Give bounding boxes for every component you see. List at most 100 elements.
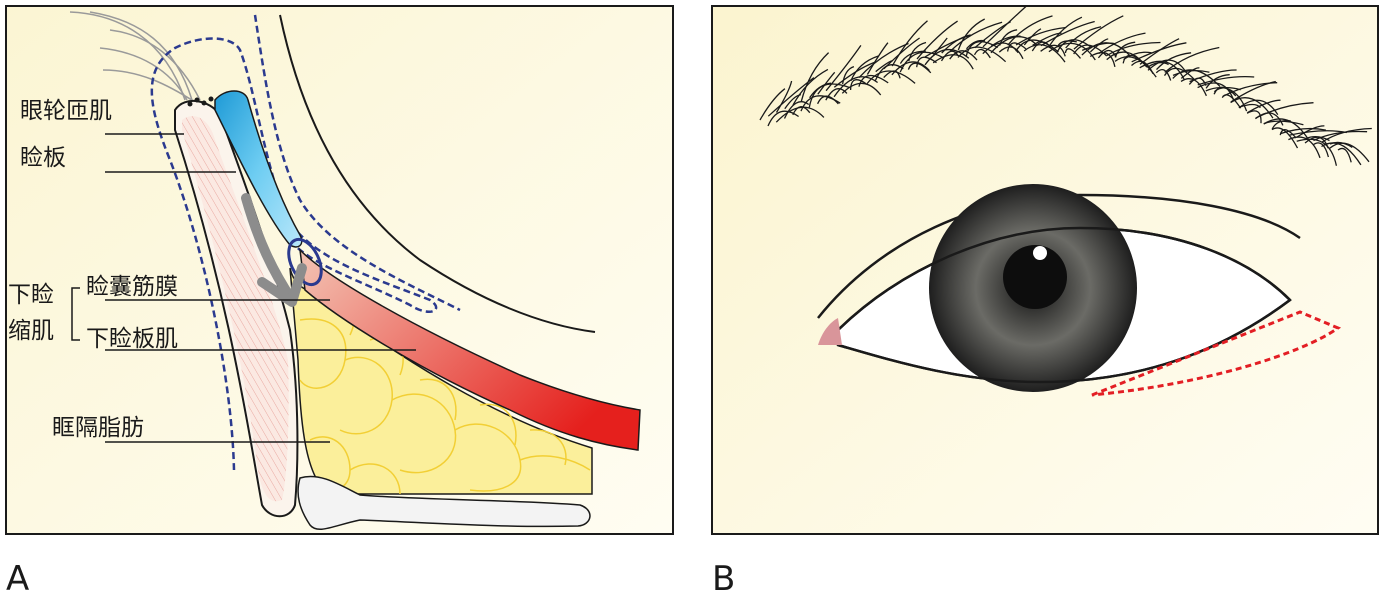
eyebrow-hair: [1296, 125, 1325, 138]
eyebrow-hair: [1337, 147, 1352, 163]
eyebrow-hair: [932, 37, 948, 56]
eyebrow-hair: [899, 51, 945, 73]
eyebrow-hair: [866, 70, 916, 84]
tarsus-shape: [182, 116, 289, 502]
eyebrow-hair: [1089, 51, 1116, 68]
label-lower-retractor-2: 缩肌: [8, 318, 54, 344]
eyelash-strands: [69, 11, 201, 103]
eyebrow-hair: [1329, 142, 1370, 163]
eyebrow-hair: [767, 77, 815, 117]
pupil-highlight: [1033, 246, 1047, 260]
eyebrow-hair: [825, 45, 862, 92]
eyebrow-hair: [1164, 46, 1220, 73]
eyebrow-hair: [1007, 15, 1053, 46]
caruncle: [818, 318, 842, 345]
eyebrow-hair: [1065, 26, 1102, 49]
eyebrow-hair: [800, 52, 830, 102]
eyebrow-hair: [998, 46, 1024, 60]
eyebrow-hair: [809, 82, 832, 99]
upper-lid-margin: [837, 226, 1291, 331]
inferior-retractor-band: [298, 247, 641, 451]
eyebrow-hair: [998, 29, 1018, 46]
eyebrow-hair: [1097, 49, 1117, 59]
eyebrow-hair: [1048, 16, 1083, 47]
eyebrow-hair: [1313, 130, 1368, 142]
lower-lid-margin: [837, 298, 1291, 384]
panel-a-labels: 眼轮匝肌 睑板 下睑 缩肌 睑囊筋膜 下睑板肌 眶隔脂肪: [8, 98, 178, 441]
skin-dashed-outline: [150, 37, 438, 471]
eyebrow-hair: [1147, 61, 1169, 68]
eyebrow-hair: [957, 18, 985, 51]
label-tarsus: 睑板: [20, 145, 66, 171]
eyebrow-hair: [1255, 102, 1314, 119]
eyebrow-hair: [792, 68, 829, 106]
eyebrow-hair: [916, 20, 958, 60]
eyebrow-hair: [907, 62, 932, 74]
eyebrow-hair: [1123, 51, 1152, 61]
eyebrow-hair: [949, 50, 978, 61]
eyebrow-hair: [817, 71, 836, 95]
pupil: [1003, 245, 1067, 309]
eyebrow-hair: [883, 37, 920, 70]
eyebrow-hair: [1040, 20, 1095, 47]
eyebrow-hair: [1238, 99, 1279, 116]
eyebrow-hair: [841, 65, 855, 85]
eyebrow-hair: [899, 50, 926, 64]
eyebrow-hair: [941, 34, 971, 54]
eyebrow-hair: [957, 46, 1007, 63]
panel-b: [711, 5, 1379, 535]
eyebrow-hair: [792, 106, 811, 116]
eyebrow-hair: [858, 74, 889, 87]
eyebrow-hair: [1189, 69, 1237, 83]
eyebrow-hair: [1106, 41, 1161, 56]
eyebrow-hair: [849, 79, 867, 91]
eyebrow-hair: [767, 110, 799, 127]
eyebrow-hair: [1321, 127, 1372, 143]
eyebrow-hair: [891, 61, 930, 76]
eyebrow-hair: [1156, 52, 1192, 71]
upper-eyelid-crease: [817, 193, 1301, 319]
eyebrow-hair: [1296, 138, 1338, 166]
eyebrow-hair: [858, 42, 909, 79]
eyebrow-hair: [1205, 74, 1230, 89]
eyebrow-hair: [1139, 60, 1185, 81]
eyebrow-hair: [1089, 38, 1109, 53]
eyebrow-hair: [973, 48, 991, 59]
eyebrow-hair: [1114, 41, 1136, 58]
panel-b-letter: B: [712, 559, 735, 595]
orbicularis-muscle: [214, 90, 303, 248]
eyebrow-hair: [1230, 80, 1276, 103]
gland-orifices: [187, 96, 214, 107]
incision-outline: [1091, 310, 1342, 397]
junction-ellipse-marker: [287, 237, 323, 287]
eyebrow-hair: [775, 80, 793, 113]
eyebrow-hair: [1180, 67, 1200, 79]
eyebrow-hair: [916, 56, 937, 68]
eyebrow-hair: [883, 70, 901, 79]
eyebrow-hair: [833, 76, 878, 98]
eyebrow-hair: [982, 6, 1027, 48]
eyebrow-hair: [1081, 42, 1116, 51]
eyebrow-hair: [1056, 40, 1077, 48]
eyebrow-hair: [841, 82, 882, 96]
label-capsulopalpebral-fascia: 睑囊筋膜: [86, 274, 178, 300]
eyebrow-hair: [1073, 15, 1124, 50]
eyebrow-hair: [775, 106, 825, 123]
label-orbicularis: 眼轮匝肌: [20, 98, 112, 124]
eyebrow-hair: [817, 95, 839, 105]
conjunctiva-dashed-line: [253, 14, 461, 312]
eyebrow-hair: [990, 35, 1021, 47]
label-orbital-fat: 眶隔脂肪: [52, 415, 144, 441]
label-inferior-tarsal-muscle: 下睑板肌: [86, 326, 178, 352]
orbital-rim-bone: [297, 475, 591, 530]
eyebrow-hair: [1023, 28, 1042, 46]
eyebrow-hair: [1015, 26, 1067, 46]
eyebrow-hair: [1139, 38, 1180, 65]
label-lower-retractor-1: 下睑: [8, 282, 54, 308]
eyebrow-hair: [1312, 142, 1330, 158]
eyebrow-hair: [1247, 99, 1281, 114]
advancement-arrow: [241, 193, 307, 307]
eyebrow-hair: [1329, 141, 1353, 148]
eyebrow: [759, 6, 1372, 166]
